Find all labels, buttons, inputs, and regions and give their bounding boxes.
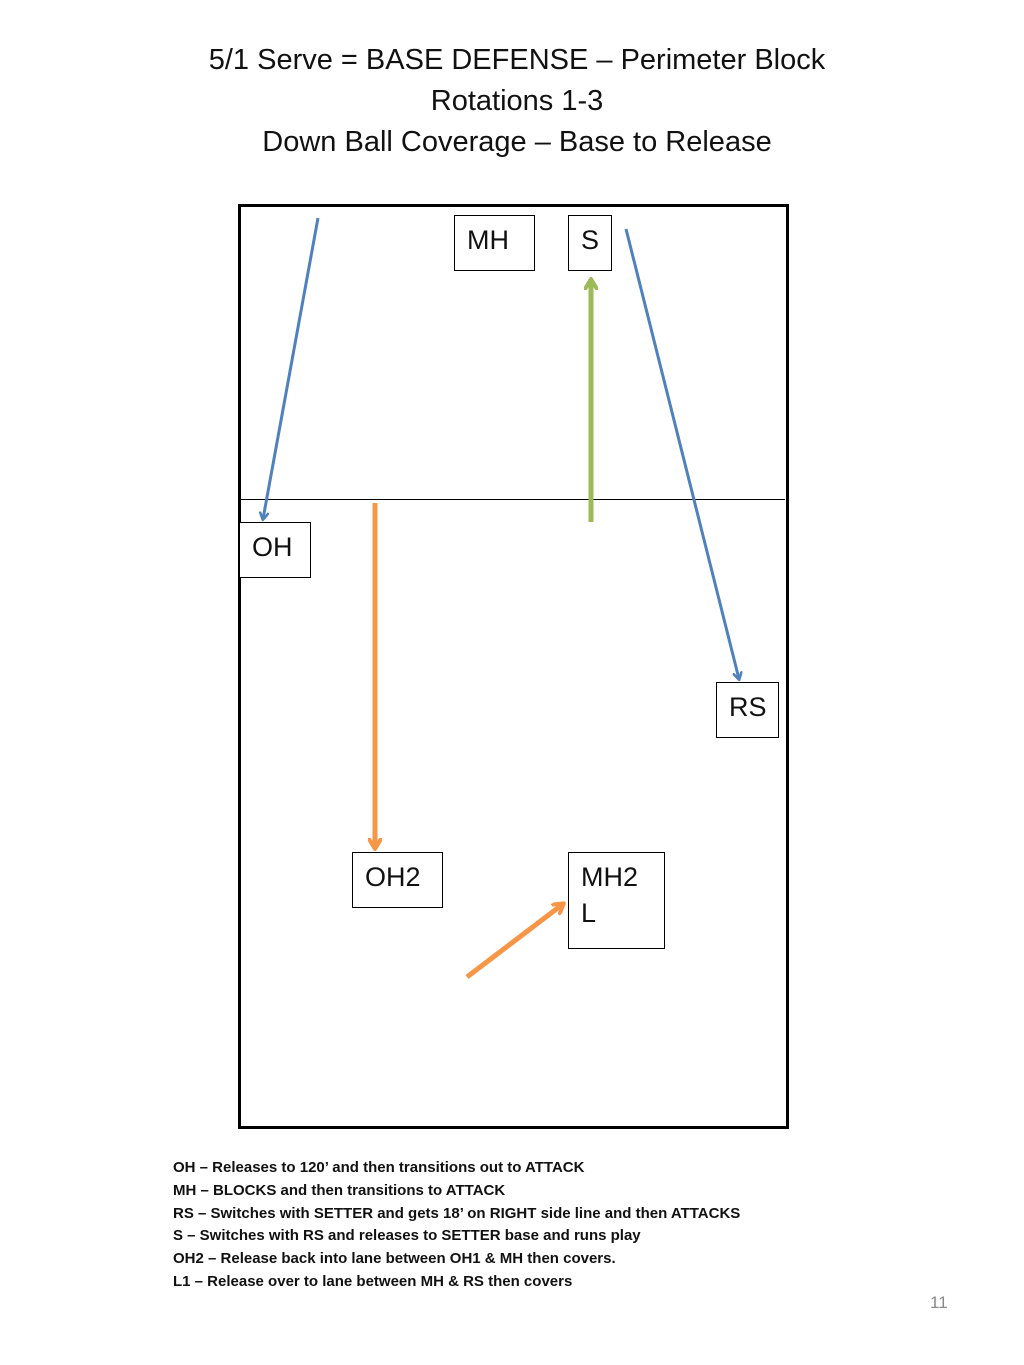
rs-switch-arrow: [624, 228, 739, 679]
player-mh2-label: MH2: [581, 862, 639, 892]
net-line: [240, 499, 785, 500]
note-oh: OH – Releases to 120’ and then transitio…: [173, 1159, 585, 1176]
title-line-1: 5/1 Serve = BASE DEFENSE – Perimeter Blo…: [208, 44, 826, 76]
court-outline: [238, 204, 789, 1129]
page-number: 11: [930, 1293, 948, 1312]
slide-title: 5/1 Serve = BASE DEFENSE – Perimeter Blo…: [0, 40, 1024, 163]
note-s: S – Switches with RS and releases to SET…: [173, 1227, 641, 1245]
oh-release-arrow: [263, 217, 320, 519]
player-rs: RS: [716, 682, 779, 738]
player-l-label: L: [581, 898, 597, 928]
note-oh2: OH2 – Release back into lane between OH1…: [173, 1250, 616, 1268]
player-s: S: [568, 215, 612, 271]
player-oh2: OH2: [352, 852, 443, 908]
note-rs: RS – Switches with SETTER and gets 18’ o…: [173, 1204, 741, 1222]
l-release-arrow: [465, 904, 563, 979]
note-mh: MH – BLOCKS and then transitions to ATTA…: [173, 1181, 506, 1199]
player-oh: OH: [239, 522, 311, 578]
player-mh: MH: [454, 215, 535, 271]
note-l1: L1 – Release over to lane between MH & R…: [173, 1272, 573, 1290]
title-line-2: Rotations 1-3: [430, 85, 604, 117]
player-mh2-l: MH2 L: [568, 852, 665, 949]
notes-list: OH – Releases to 120’ and then transitio…: [173, 1157, 933, 1294]
title-line-3: Down Ball Coverage – Base to Release: [262, 126, 772, 158]
